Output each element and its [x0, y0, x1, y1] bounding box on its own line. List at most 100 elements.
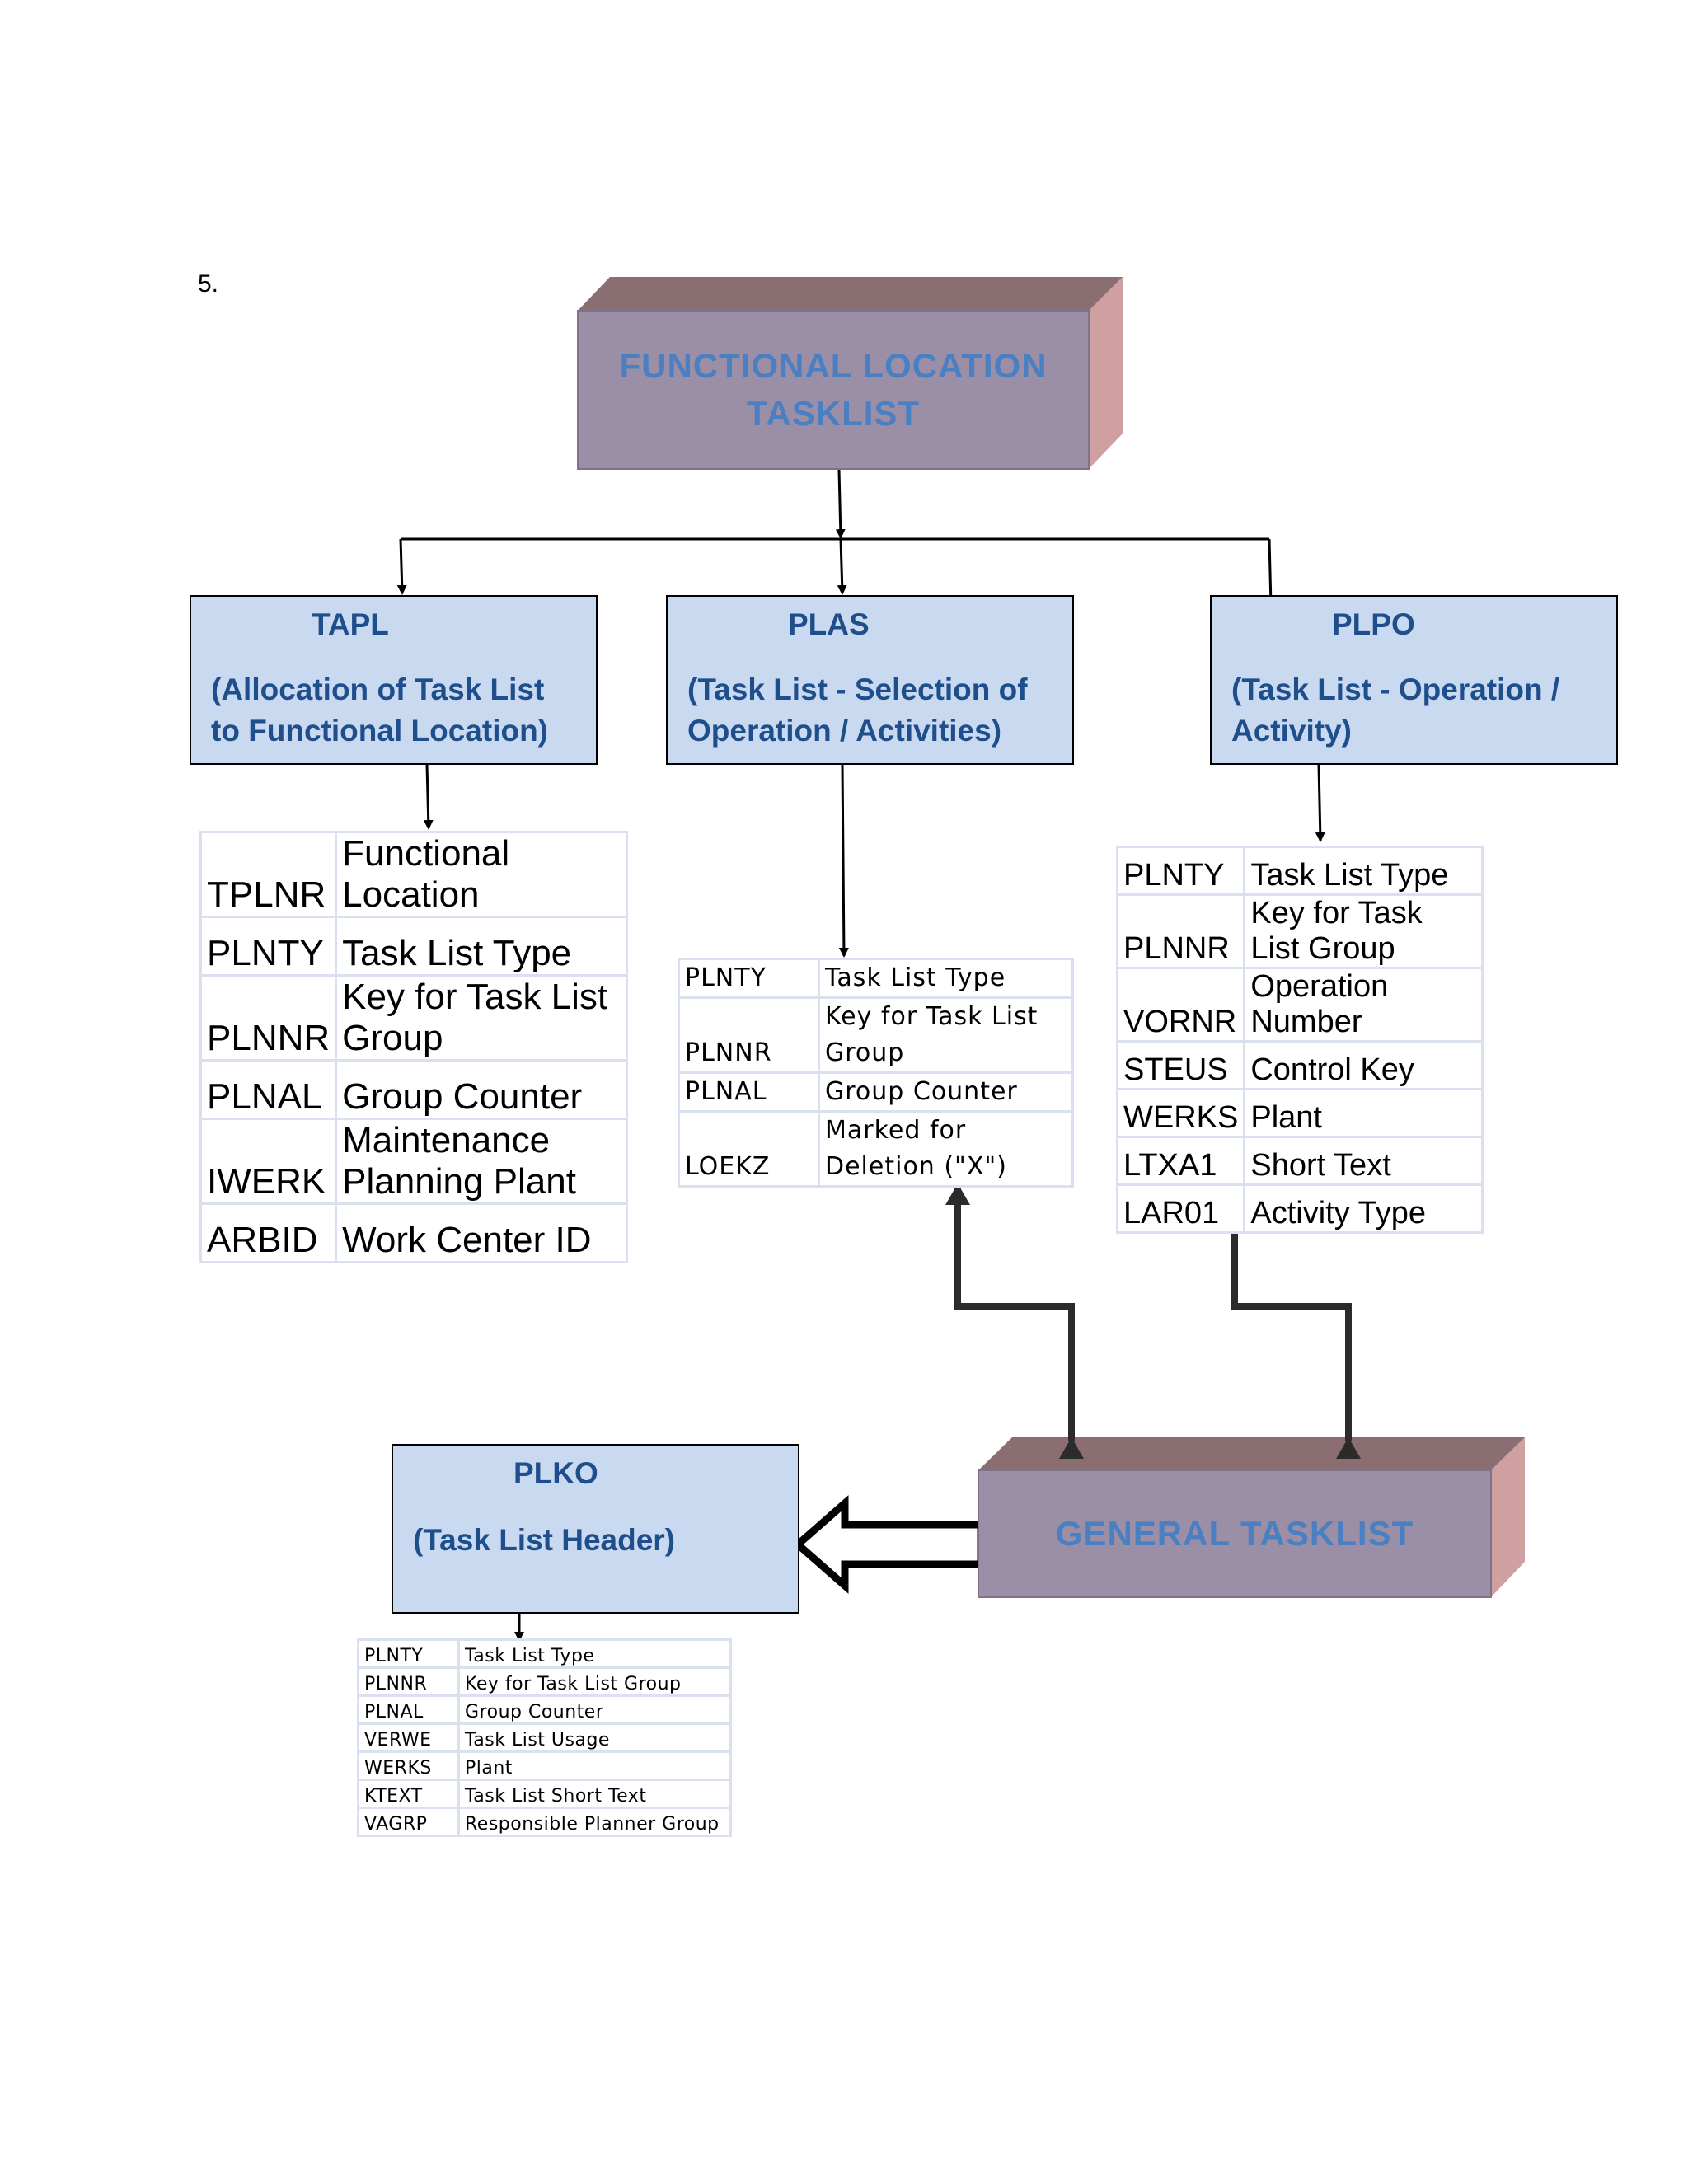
- connector-to-plas: [837, 538, 847, 595]
- field-label: Key for Task List Group: [457, 1666, 732, 1697]
- field-label: Task List Short Text: [457, 1779, 732, 1809]
- field-code: WERKS: [357, 1750, 460, 1781]
- plko-name: PLKO: [513, 1456, 598, 1490]
- hollow-arrow-to-plko: [792, 1495, 985, 1594]
- general-tasklist-title: GENERAL TASKLIST: [1055, 1514, 1414, 1553]
- field-code: ARBID: [199, 1202, 338, 1263]
- field-code: IWERK: [199, 1118, 338, 1205]
- field-code: PLNTY: [678, 958, 820, 999]
- field-label: Group Counter: [335, 1059, 628, 1120]
- field-label: Task List Usage: [457, 1722, 732, 1753]
- functional-location-cube-top-face: [577, 277, 1123, 312]
- plpo-name: PLPO: [1332, 607, 1415, 641]
- field-code: VAGRP: [357, 1807, 460, 1837]
- field-label: Task List Type: [818, 958, 1074, 999]
- field-code: PLNNR: [678, 996, 820, 1074]
- field-code: PLNTY: [199, 916, 338, 977]
- connector-to-tapl: [396, 538, 407, 595]
- field-label: Key for Task List Group: [335, 974, 628, 1062]
- tapl-box: TAPL (Allocation of Task List to Functio…: [190, 595, 598, 765]
- field-code: LTXA1: [1115, 1136, 1246, 1186]
- field-label: Operation Number: [1243, 967, 1484, 1043]
- field-code: KTEXT: [357, 1779, 460, 1809]
- functional-location-tasklist-title: FUNCTIONAL LOCATION TASKLIST: [619, 346, 1048, 433]
- field-label: Task List Type: [335, 916, 628, 977]
- field-code: PLNNR: [357, 1666, 460, 1697]
- field-code: PLNAL: [678, 1071, 820, 1113]
- field-label: Task List Type: [457, 1638, 732, 1669]
- field-code: PLNNR: [199, 974, 338, 1062]
- general-tasklist-cube-side: [1490, 1437, 1525, 1598]
- field-label: Group Counter: [818, 1071, 1074, 1113]
- plpo-description: (Task List - Operation / Activity): [1231, 673, 1560, 748]
- field-code: LOEKZ: [678, 1110, 820, 1188]
- field-code: PLNAL: [199, 1059, 338, 1120]
- connector-to-plpo: [1265, 538, 1276, 607]
- field-code: PLNNR: [1115, 893, 1246, 969]
- connector-general-plas: [945, 1183, 1084, 1459]
- tapl-name: TAPL: [312, 607, 389, 641]
- page-number: 5.: [198, 270, 219, 298]
- field-code: TPLNR: [199, 831, 338, 918]
- field-label: Group Counter: [457, 1694, 732, 1725]
- functional-location-tasklist-box: FUNCTIONAL LOCATION TASKLIST: [577, 310, 1090, 470]
- connector-general-plpo: [1222, 1183, 1361, 1459]
- field-label: Plant: [457, 1750, 732, 1781]
- field-code: WERKS: [1115, 1088, 1246, 1138]
- connector-plpo-fields: [1315, 764, 1325, 842]
- tapl-description: (Allocation of Task List to Functional L…: [211, 673, 549, 748]
- field-code: VERWE: [357, 1722, 460, 1753]
- general-tasklist-box: GENERAL TASKLIST: [978, 1469, 1492, 1598]
- plas-name: PLAS: [788, 607, 870, 641]
- functional-location-cube-side: [1088, 277, 1123, 470]
- field-code: PLNTY: [1115, 846, 1246, 896]
- field-label: Marked for Deletion ("X"): [818, 1110, 1074, 1188]
- field-label: Work Center ID: [335, 1202, 628, 1263]
- plko-description: (Task List Header): [413, 1523, 676, 1557]
- connector-fl-down: [835, 469, 846, 539]
- field-label: Functional Location: [335, 831, 628, 918]
- field-label: Task List Type: [1243, 846, 1484, 896]
- plpo-box: PLPO (Task List - Operation / Activity): [1210, 595, 1618, 765]
- field-label: Control Key: [1243, 1040, 1484, 1090]
- field-code: PLNAL: [357, 1694, 460, 1725]
- field-label: Activity Type: [1243, 1183, 1484, 1234]
- plas-description: (Task List - Selection of Operation / Ac…: [687, 673, 1028, 748]
- connector-plas-fields: [838, 764, 849, 958]
- field-code: VORNR: [1115, 967, 1246, 1043]
- general-tasklist-cube-top-face: [978, 1437, 1525, 1471]
- field-code: PLNTY: [357, 1638, 460, 1669]
- plas-box: PLAS (Task List - Selection of Operation…: [666, 595, 1074, 765]
- field-label: Maintenance Planning Plant: [335, 1118, 628, 1205]
- field-label: Responsible Planner Group: [457, 1807, 732, 1837]
- plko-box: PLKO (Task List Header): [392, 1444, 799, 1614]
- field-code: STEUS: [1115, 1040, 1246, 1090]
- field-label: Plant: [1243, 1088, 1484, 1138]
- field-label: Key for Task List Group: [1243, 893, 1484, 969]
